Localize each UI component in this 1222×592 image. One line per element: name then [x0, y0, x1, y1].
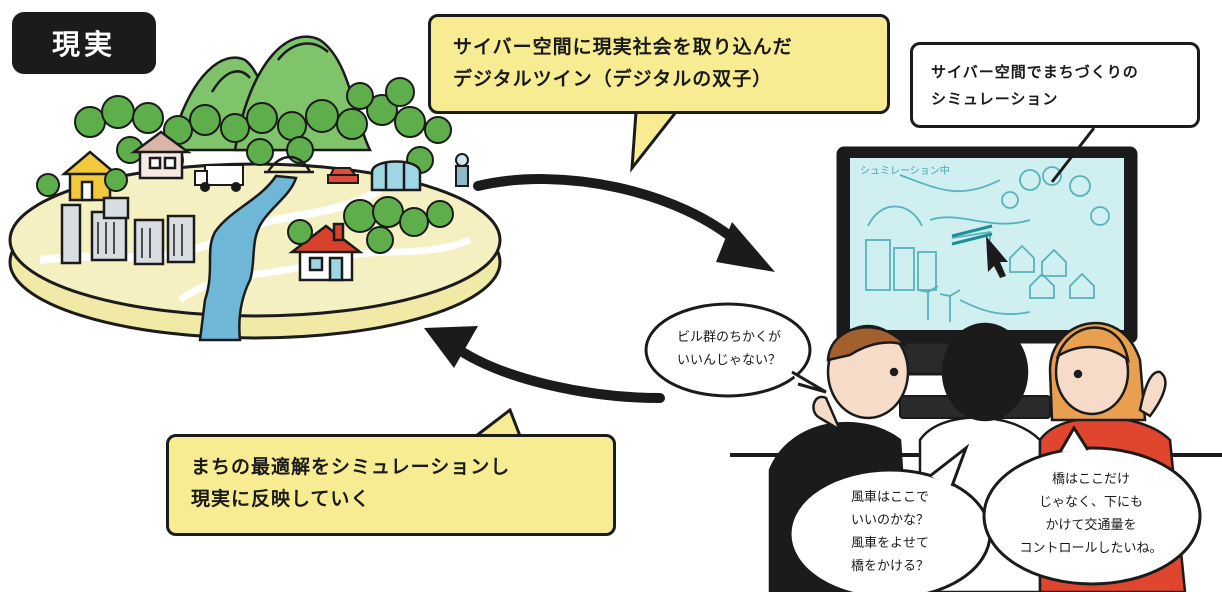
river [198, 174, 298, 342]
real-bridge [264, 155, 314, 174]
cyber-simulation-callout: サイバー空間でまちづくりの シミュレーション [910, 42, 1200, 128]
houses [60, 130, 364, 282]
monitor [836, 146, 1138, 376]
speech-buildings: ビル群のちかくが いいんじゃない？ [676, 330, 781, 368]
forest-front [36, 168, 454, 254]
optimal-solution-callout: まちの最適解をシミュレーションし 現実に反映していく [166, 434, 616, 536]
greenhouse [370, 160, 422, 192]
speech-bubbles [644, 302, 1202, 592]
mouse-cursor-icon [986, 236, 1008, 278]
monitor-callout-pointer [1050, 127, 1096, 183]
speech-windmill: 風車はここで いいのかな？ 風車をよせて 橋をかける？ [850, 490, 929, 574]
digital-twin-callout: サイバー空間に現実社会を取り込んだ デジタルツイン（デジタルの双子） [428, 14, 890, 114]
screen-status-label: シュミレーション中 [860, 166, 950, 177]
cycle-arrows [447, 174, 747, 403]
speech-bridge: 橋はここだけ じゃなく、下にも かけて交通量を コントロールしたいね。 [1019, 472, 1163, 556]
farmer [455, 153, 469, 187]
real-world-label: 現実 [12, 12, 156, 74]
arrow-heads [424, 222, 775, 368]
building-windows [97, 222, 183, 258]
callout-tails [475, 111, 678, 438]
screen-bridge [951, 224, 993, 246]
screen-cityscape [865, 166, 1110, 322]
vehicles [194, 164, 359, 192]
